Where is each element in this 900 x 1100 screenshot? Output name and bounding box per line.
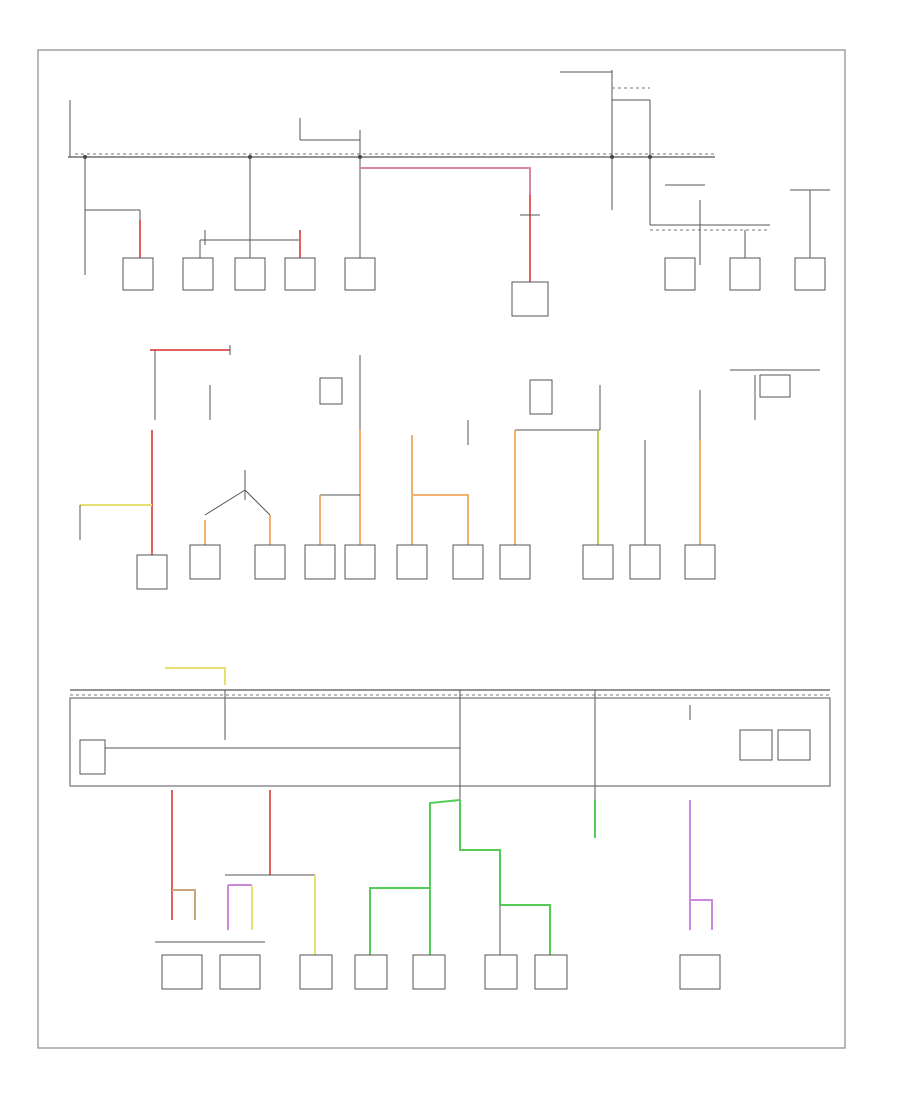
top-section [68, 70, 830, 317]
middle-section [79, 345, 820, 590]
diagram-frame [37, 49, 846, 1049]
fuse-box [69, 667, 831, 800]
bottom-section [155, 790, 721, 990]
